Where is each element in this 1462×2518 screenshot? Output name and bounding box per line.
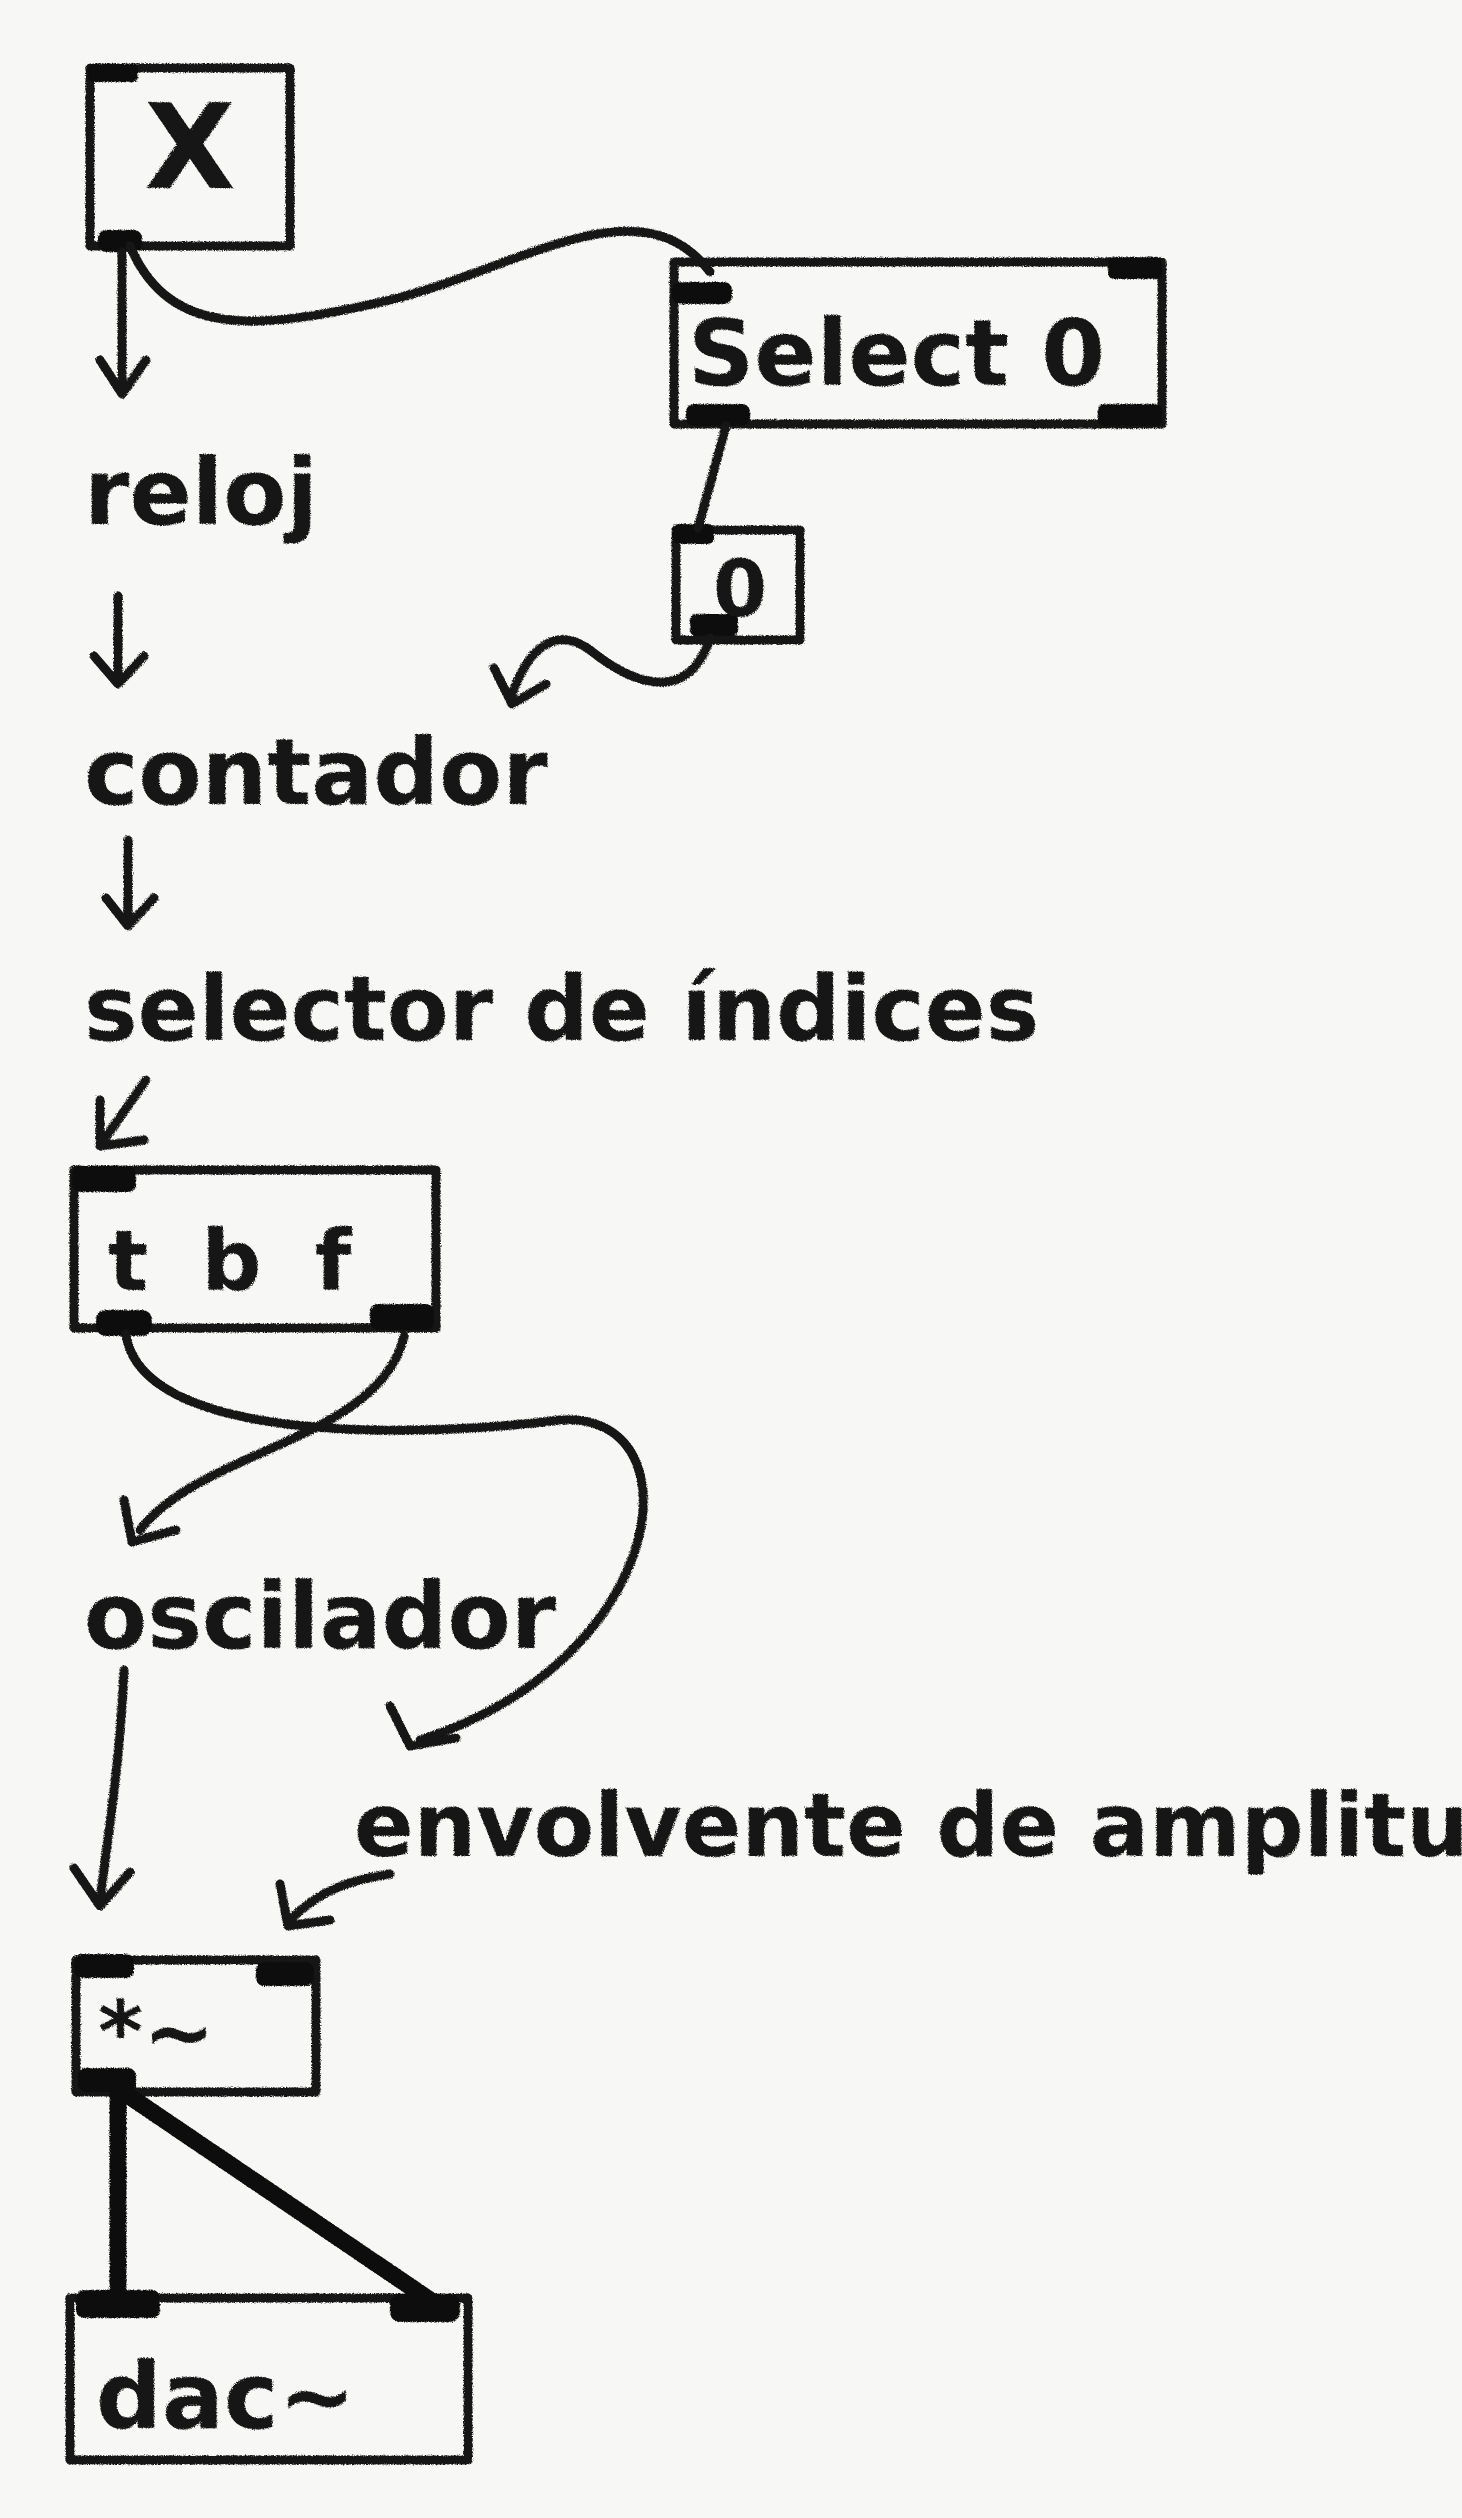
select-label: Select 0 [688, 300, 1105, 407]
clock-label: reloj [84, 439, 318, 546]
dac-label: dac~ [96, 2343, 356, 2450]
select-inlet-right [1108, 257, 1162, 279]
wire-trigger-to-envelope [121, 1329, 648, 1745]
arrow-trigger-to-oscillator [119, 1495, 181, 1547]
select-outlet-right [1098, 404, 1162, 426]
arrow-oscillator-to-multiply [69, 1863, 135, 1911]
select-outlet-left [686, 404, 750, 426]
trigger-outlet-left [96, 1310, 152, 1336]
select-inlet-left [672, 282, 732, 304]
message-box[interactable]: 0 [671, 524, 805, 645]
arrow-selector-to-trigger [95, 1095, 149, 1151]
wire-trigger-to-oscillator [135, 1331, 409, 1535]
envelope-label: envolvente de amplitud [354, 1774, 1462, 1877]
counter-label: contador [84, 719, 548, 826]
arrow-clock-to-counter [89, 651, 149, 689]
multiply-inlet-left [74, 1954, 134, 1978]
message-inlet [672, 524, 714, 544]
wire-toggle-to-select [125, 226, 715, 326]
message-label: 0 [713, 545, 767, 635]
wire-message-to-counter [505, 633, 715, 705]
select-box[interactable]: Select 0 [669, 257, 1167, 429]
wire-envelope-to-multiply [285, 1869, 395, 1925]
wire-oscillator-to-multiply [95, 1665, 129, 1905]
oscillator-label: oscilador [84, 1563, 557, 1670]
toggle-label: X [145, 78, 236, 216]
arrow-counter-to-selector [101, 893, 159, 931]
multiply-inlet-right [256, 1962, 314, 1986]
toggle-box[interactable]: X [85, 63, 295, 252]
trigger-box[interactable]: t b f [69, 1165, 441, 1336]
trigger-outlet-right [370, 1304, 434, 1330]
arrow-toggle-to-clock [95, 355, 151, 399]
multiply-label: *~ [98, 1983, 215, 2083]
arrow-envelope-to-multiply [275, 1879, 335, 1931]
dac-inlet-right [390, 2294, 460, 2322]
trigger-inlet [72, 1166, 136, 1192]
arrow-message-to-counter [489, 663, 551, 709]
wire-select-to-message [693, 421, 731, 533]
dac-box[interactable]: dac~ [65, 2290, 473, 2465]
trigger-label: t b f [108, 1212, 363, 1310]
wire-selector-to-trigger [99, 1075, 151, 1145]
arrow-trigger-to-envelope [385, 1701, 461, 1751]
wire-multiply-to-dac-right [111, 2081, 439, 2309]
message-outlet [690, 614, 738, 636]
index-selector-label: selector de índices [84, 957, 1039, 1062]
multiply-box[interactable]: *~ [71, 1954, 321, 2097]
toggle-inlet [88, 64, 138, 82]
